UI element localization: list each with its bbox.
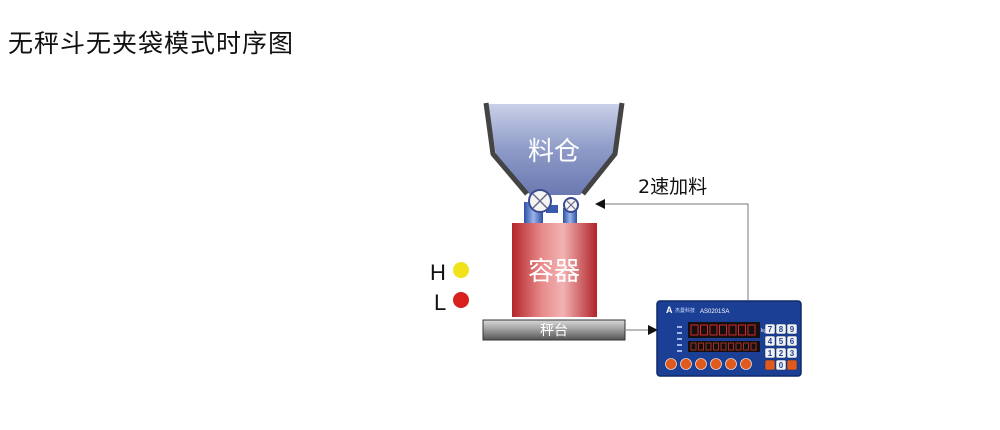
weight-digit (700, 324, 708, 336)
function-key-button[interactable] (740, 358, 752, 370)
keypad-key-label: 0 (779, 361, 784, 370)
keypad-key-button[interactable] (786, 347, 798, 359)
hopper-label: 料仓 (528, 137, 580, 167)
high-level-label: H (430, 260, 446, 285)
keypad-key-label: 6 (790, 337, 795, 346)
function-keys (665, 358, 752, 370)
scale-platform (482, 319, 626, 341)
function-key-button[interactable] (680, 358, 692, 370)
weight-digit (747, 324, 756, 336)
function-key-button[interactable] (710, 358, 722, 370)
weight-display (688, 322, 760, 338)
keypad-key-button[interactable] (764, 347, 776, 359)
keypad-key-button[interactable] (764, 359, 776, 371)
secondary-display-digits (690, 342, 757, 351)
feed-signal-line (595, 199, 749, 300)
status-led (677, 344, 682, 346)
keypad-key-label: 1 (768, 349, 773, 358)
keypad-key-button[interactable] (775, 335, 787, 347)
keypad-key-button[interactable] (775, 359, 787, 371)
secondary-digit (743, 342, 749, 351)
status-led (677, 350, 682, 352)
weight-digit (690, 324, 699, 336)
weight-digit (728, 324, 737, 336)
weight-digit (738, 324, 746, 336)
hopper (483, 102, 625, 196)
container-label: 容器 (528, 257, 580, 287)
keypad-key-button[interactable] (786, 323, 798, 335)
secondary-digit (713, 342, 719, 351)
keypad-key-label: 2 (779, 349, 784, 358)
function-key-button[interactable] (695, 358, 707, 370)
feed-valves (524, 189, 579, 224)
secondary-digit (735, 342, 742, 351)
status-led (677, 338, 682, 340)
keypad-key-label: 4 (768, 337, 773, 346)
low-level-indicator-icon (453, 292, 469, 308)
keypad-key-button[interactable] (775, 347, 787, 359)
controller-brand: 杰曼科技 (675, 307, 695, 314)
keypad-key-button[interactable] (786, 335, 798, 347)
status-led (677, 332, 682, 334)
secondary-display (688, 341, 760, 352)
keypad-key-label: 9 (790, 325, 795, 334)
controller-logo-icon: A (666, 305, 673, 315)
secondary-digit (720, 342, 727, 351)
keypad-key-label: 5 (779, 337, 784, 346)
weight-digit (719, 324, 727, 336)
secondary-digit (690, 342, 697, 351)
status-led (677, 326, 682, 328)
controller-model: AS0201SA (700, 309, 729, 315)
high-level-indicator-icon (453, 262, 469, 278)
container (512, 223, 597, 317)
feed-signal-label: 2速加料 (638, 176, 707, 198)
keypad-key-button[interactable] (764, 323, 776, 335)
keypad-key-button[interactable] (764, 335, 776, 347)
secondary-digit (698, 342, 704, 351)
secondary-digit (728, 342, 734, 351)
low-level-label: L (434, 290, 446, 315)
keypad-key-button[interactable] (775, 323, 787, 335)
keypad-key-label: 3 (790, 349, 795, 358)
keypad-key-button[interactable] (786, 359, 798, 371)
scale-platform-label: 秤台 (540, 323, 568, 339)
weight-unit: kg (761, 328, 767, 334)
page-title: 无秤斗无夹袋模式时序图 (8, 29, 295, 58)
status-leds (677, 326, 682, 352)
secondary-digit (750, 342, 757, 351)
function-key-button[interactable] (725, 358, 737, 370)
function-key-button[interactable] (665, 358, 677, 370)
weight-display-digits (690, 324, 756, 336)
keypad-key-label: 7 (768, 325, 773, 334)
secondary-digit (705, 342, 712, 351)
weight-digit (709, 324, 718, 336)
keypad-key-label: 8 (779, 325, 784, 334)
